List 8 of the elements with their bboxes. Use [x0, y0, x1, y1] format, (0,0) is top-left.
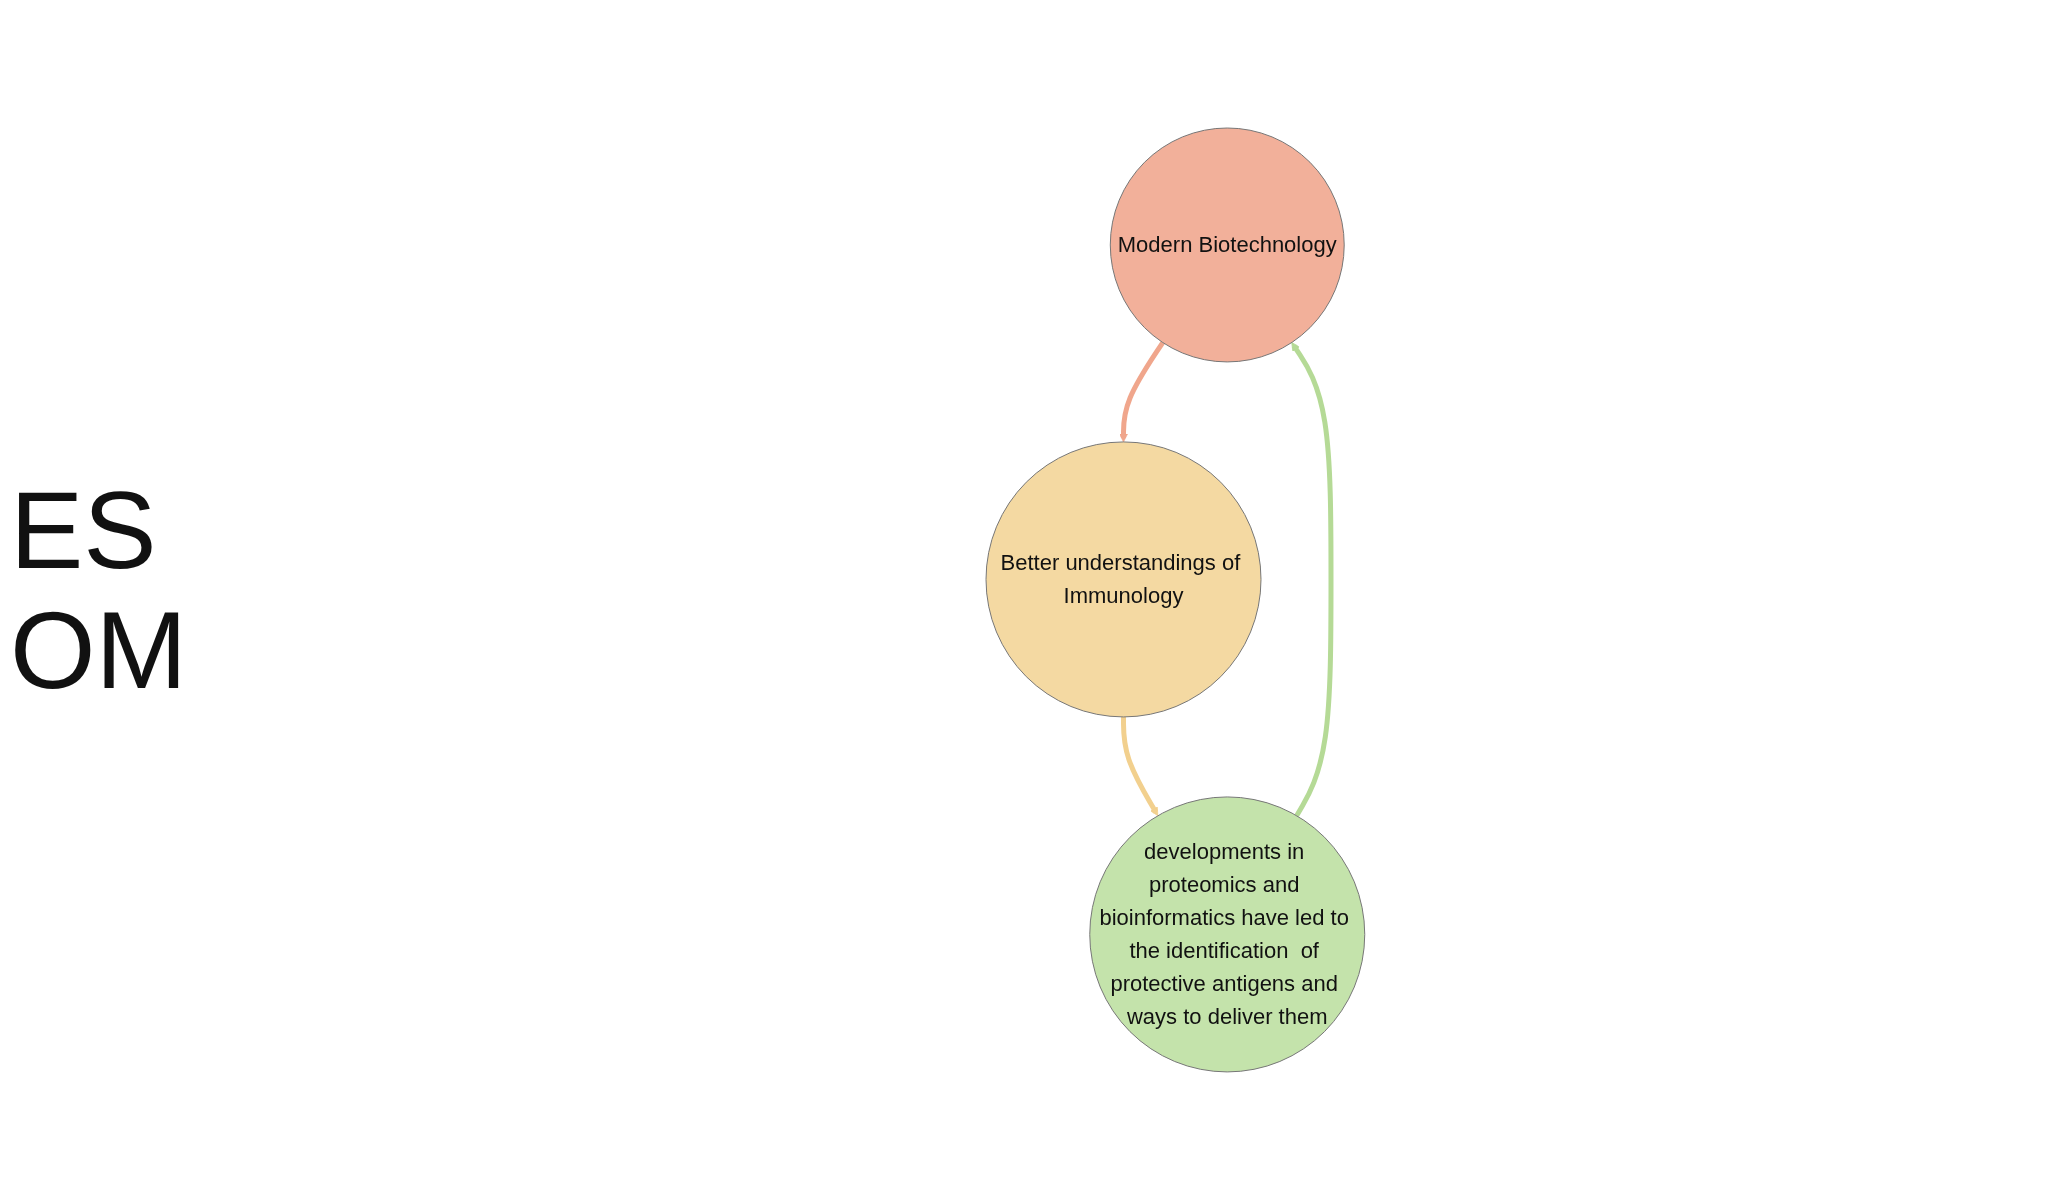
- title-fragment: OM: [10, 590, 188, 710]
- arrow: [1119, 341, 1165, 443]
- node-circle: developments in proteomics and bioinformatics have led to the identification of protective antigens and ways to deliver them: [1089, 796, 1366, 1073]
- node-circle: Better understandings of Immunology: [985, 441, 1262, 718]
- arrow: [1291, 342, 1334, 817]
- node-circle: Modern Biotechnology: [1109, 127, 1345, 363]
- title-fragment: ES: [10, 470, 158, 590]
- arrow: [1121, 716, 1159, 817]
